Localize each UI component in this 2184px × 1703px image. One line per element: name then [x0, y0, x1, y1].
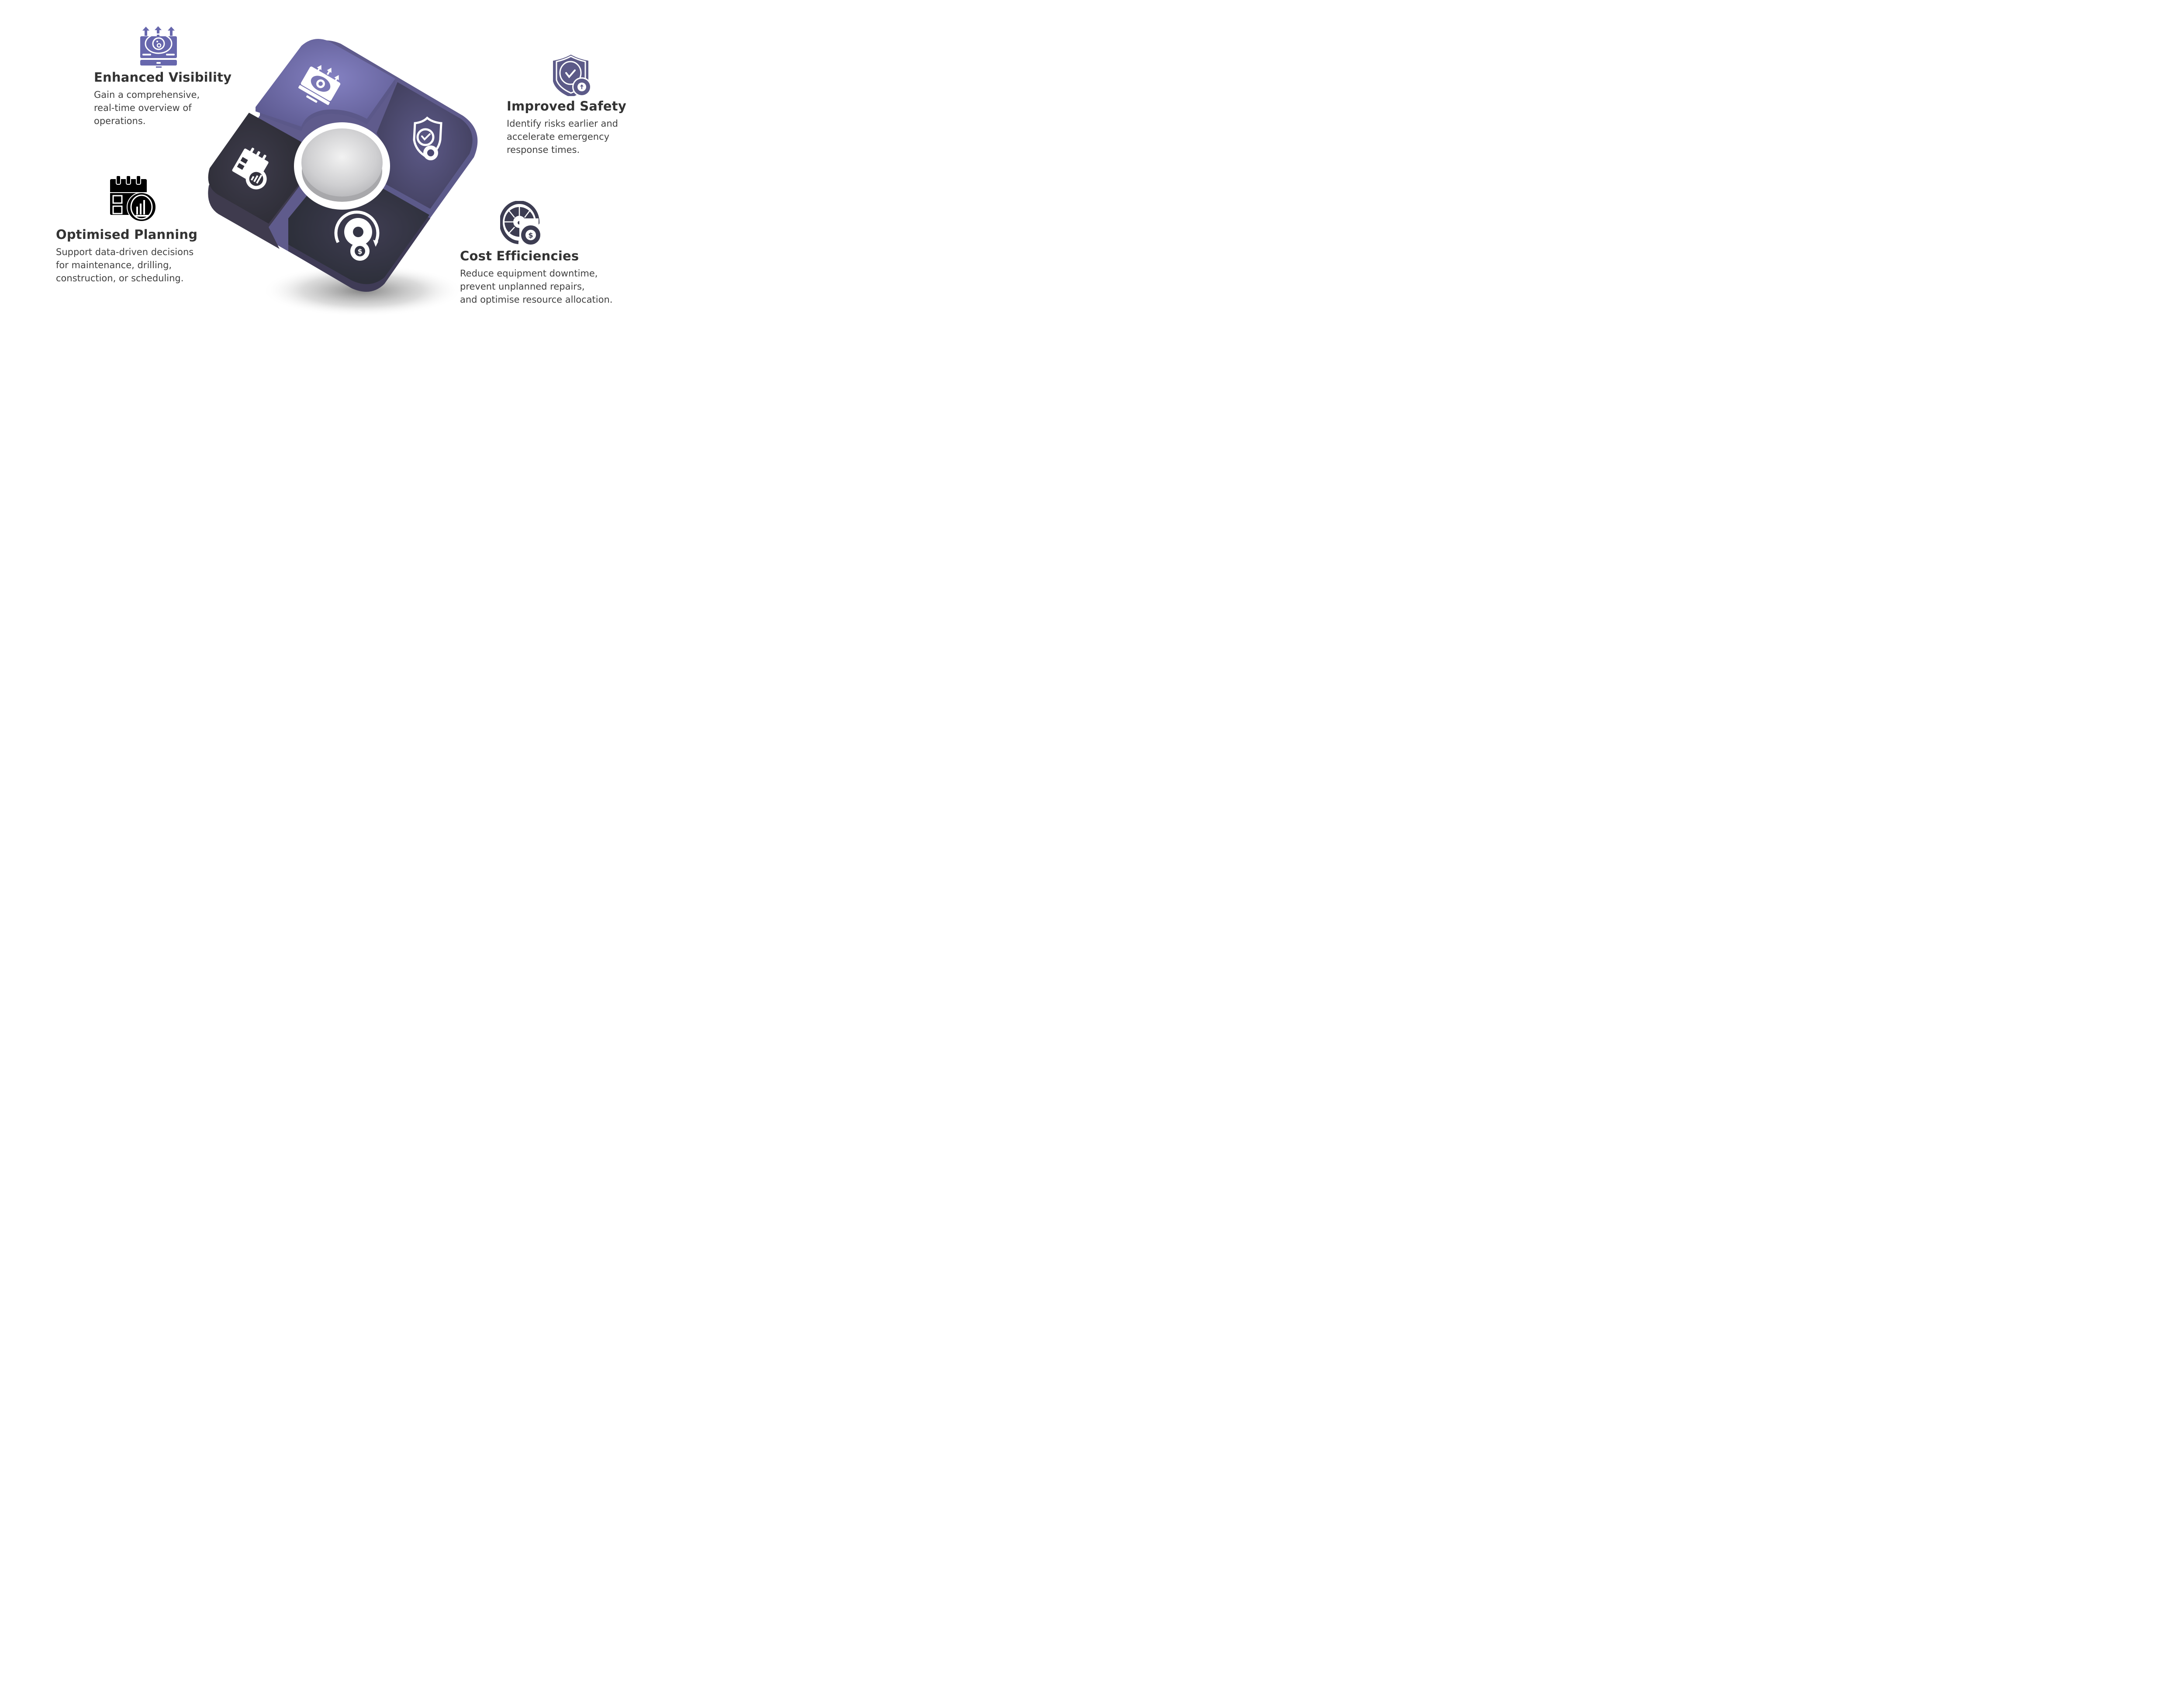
description-line: construction, or scheduling.: [56, 273, 184, 283]
description-line: Identify risks earlier and: [507, 118, 618, 129]
central-dome: [294, 122, 390, 210]
benefit-description: Identify risks earlier and accelerate em…: [507, 117, 626, 156]
benefit-improved-safety: Improved Safety Identify risks earlier a…: [507, 99, 626, 156]
gauge-dollar-gear-icon: $: [500, 201, 540, 245]
description-line: for maintenance, drilling,: [56, 260, 172, 270]
benefit-optimised-planning: Optimised Planning Support data-driven d…: [56, 227, 197, 285]
benefit-cost-efficiencies: Cost Efficiencies Reduce equipment downt…: [460, 249, 612, 306]
tile-improved-safety[interactable]: [377, 82, 475, 218]
description-line: Reduce equipment downtime,: [460, 268, 598, 279]
description-line: real-time overview of: [94, 103, 192, 113]
svg-text:$: $: [528, 231, 533, 239]
benefit-title: Enhanced Visibility: [94, 70, 232, 85]
calendar-gear-chart-icon: [232, 148, 269, 190]
description-line: and optimise resource allocation.: [460, 294, 613, 305]
description-line: response times.: [507, 145, 580, 155]
infographic-canvas: $: [0, 0, 681, 341]
tile-enhanced-visibility[interactable]: [256, 38, 395, 131]
description-line: Gain a comprehensive,: [94, 90, 200, 100]
tile-cost-efficiencies[interactable]: $: [288, 184, 430, 292]
monitor-eye-arrows-icon: [140, 26, 177, 68]
benefit-description: Reduce equipment downtime, prevent unpla…: [460, 267, 612, 306]
description-line: accelerate emergency: [507, 131, 610, 142]
description-line: prevent unplanned repairs,: [460, 281, 585, 292]
description-line: Support data-driven decisions: [56, 247, 194, 257]
tile-optimised-planning[interactable]: [208, 113, 302, 249]
central-hub-graphic: $: [208, 38, 478, 317]
svg-text:$: $: [357, 247, 362, 256]
shield-check-gear-icon: [413, 116, 442, 160]
gauge-dollar-gear-icon: $: [334, 211, 380, 261]
benefit-description: Support data-driven decisions for mainte…: [56, 245, 197, 285]
monitor-eye-arrows-icon: [298, 65, 341, 105]
shield-check-gear-icon: [553, 55, 591, 96]
benefit-title: Cost Efficiencies: [460, 249, 579, 263]
benefit-enhanced-visibility: Enhanced Visibility Gain a comprehensive…: [94, 70, 232, 128]
benefit-description: Gain a comprehensive, real-time overview…: [94, 88, 232, 128]
benefit-title: Optimised Planning: [56, 227, 198, 242]
calendar-gear-chart-icon: [110, 175, 156, 222]
benefit-title: Improved Safety: [507, 99, 626, 114]
description-line: operations.: [94, 116, 146, 126]
